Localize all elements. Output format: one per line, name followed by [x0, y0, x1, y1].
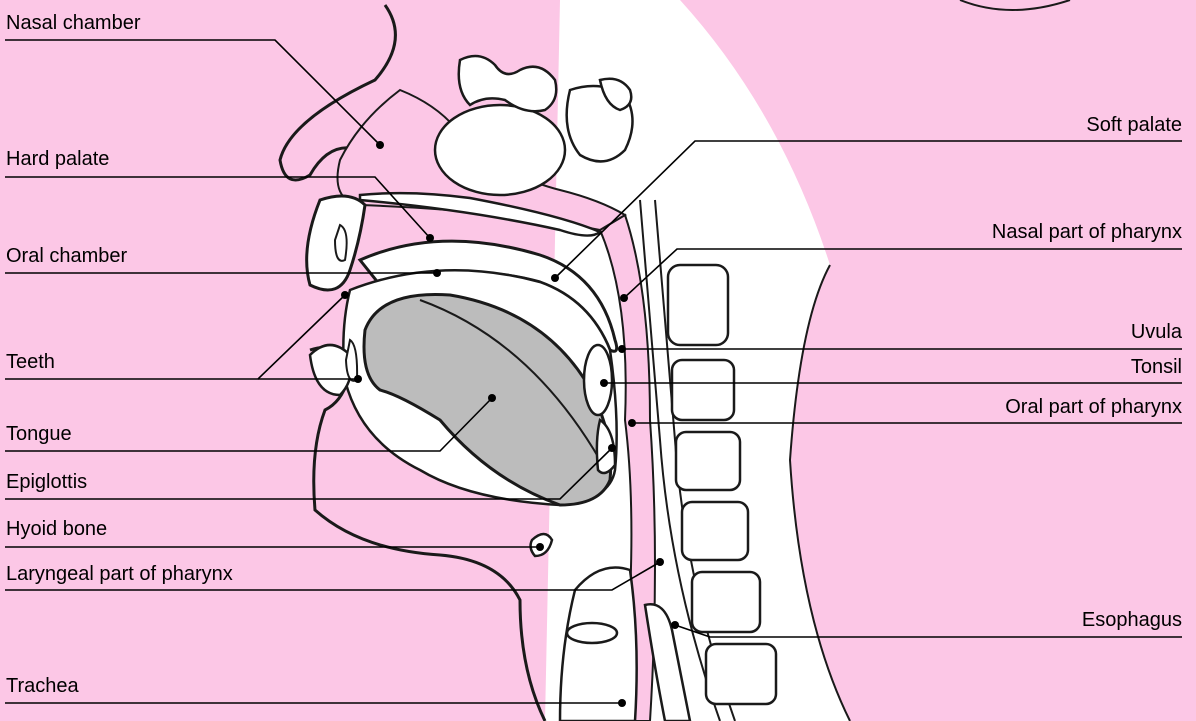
label-hard-palate: Hard palate — [6, 148, 109, 170]
larynx-cartilage — [567, 623, 617, 643]
label-hyoid-bone: Hyoid bone — [6, 518, 107, 540]
skull-fragment — [960, 0, 1070, 10]
leader-teeth — [5, 295, 345, 379]
label-esophagus: Esophagus — [1082, 609, 1182, 631]
label-uvula: Uvula — [1131, 321, 1182, 343]
label-nasal-chamber: Nasal chamber — [6, 12, 141, 34]
label-laryngeal-pharynx: Laryngeal part of pharynx — [6, 563, 233, 585]
leader-nasal-chamber — [5, 40, 380, 145]
label-tonsil: Tonsil — [1131, 356, 1182, 378]
label-epiglottis: Epiglottis — [6, 471, 87, 493]
label-soft-palate: Soft palate — [1086, 114, 1182, 136]
label-oral-chamber: Oral chamber — [6, 245, 127, 267]
lower-lip — [310, 345, 351, 395]
label-trachea: Trachea — [6, 675, 79, 697]
label-tongue: Tongue — [6, 423, 72, 445]
label-nasal-pharynx: Nasal part of pharynx — [992, 221, 1182, 243]
label-oral-pharynx: Oral part of pharynx — [1005, 396, 1182, 418]
tonsil-shape — [584, 345, 612, 415]
label-teeth: Teeth — [6, 351, 55, 373]
